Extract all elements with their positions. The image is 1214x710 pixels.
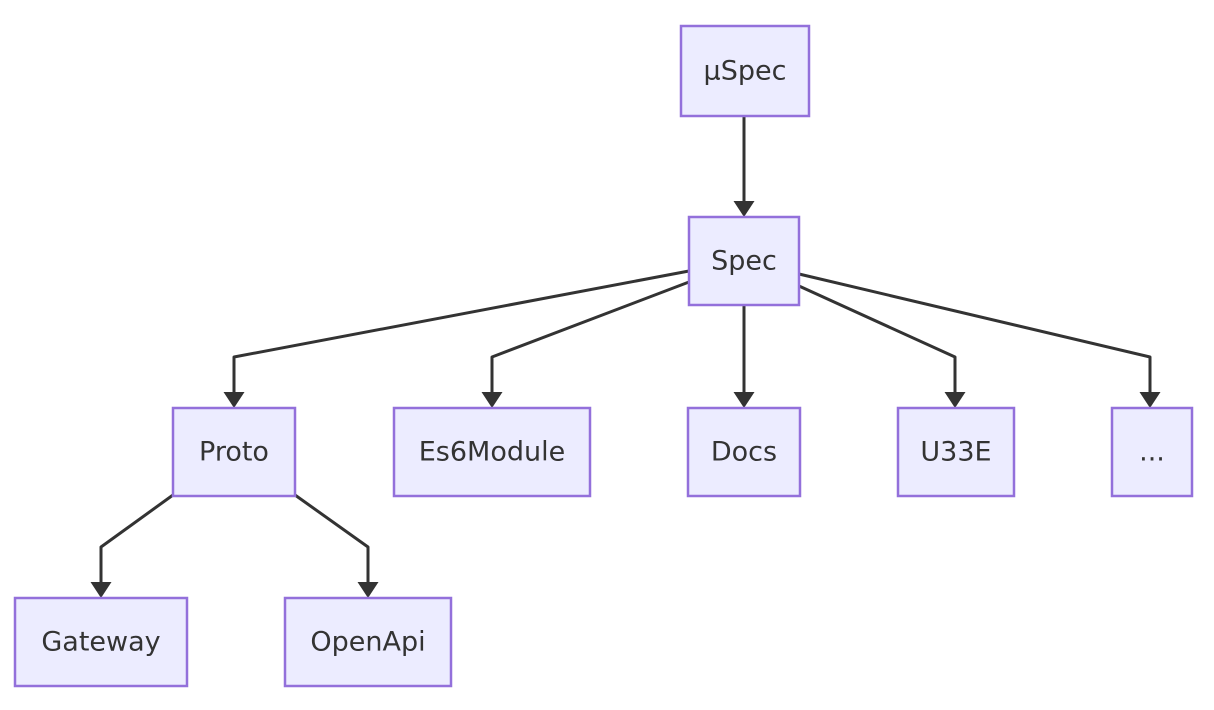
node-es6module: Es6Module [392, 406, 592, 498]
arrowhead-icon [357, 582, 379, 598]
node-u33e-box [896, 406, 1016, 498]
arrowhead-icon [1139, 392, 1161, 408]
node-docs-box [686, 406, 802, 498]
arrowhead-icon [733, 392, 755, 408]
node-openapi-label: OpenApi [310, 627, 425, 658]
node-openapi: OpenApi [283, 596, 453, 688]
node-ellipsis-box [1110, 406, 1194, 498]
node-docs: Docs [686, 406, 802, 498]
node-proto-label: Proto [199, 437, 269, 468]
node-uspec-label: μSpec [704, 56, 787, 87]
arrowhead-icon [944, 392, 966, 408]
edge-proto-openapi [294, 493, 370, 590]
node-spec-box [687, 215, 801, 307]
edge-spec-ellipsis [798, 272, 1152, 400]
node-docs-label: Docs [711, 437, 777, 468]
node-u33e-label: U33E [920, 437, 991, 468]
node-spec: Spec [687, 215, 801, 307]
node-u33e: U33E [896, 406, 1016, 498]
node-es6module-box [392, 406, 592, 498]
edge-layer [90, 116, 1161, 598]
arrowhead-icon [223, 392, 245, 408]
arrowhead-icon [481, 392, 503, 408]
node-ellipsis-label: ... [1139, 437, 1165, 468]
node-openapi-box [283, 596, 453, 688]
node-proto-box [171, 406, 297, 498]
edge-spec-proto [232, 269, 690, 400]
node-gateway-box [13, 596, 189, 688]
node-spec-label: Spec [711, 246, 777, 277]
node-proto: Proto [171, 406, 297, 498]
node-ellipsis: ... [1110, 406, 1194, 498]
node-gateway: Gateway [13, 596, 189, 688]
edge-spec-es6module [490, 280, 690, 400]
node-es6module-label: Es6Module [419, 437, 565, 468]
node-uspec-box [679, 24, 811, 118]
edge-spec-u33e [798, 284, 957, 400]
arrowhead-icon [733, 201, 755, 217]
node-uspec: μSpec [679, 24, 811, 118]
node-gateway-label: Gateway [41, 627, 160, 658]
edge-proto-gateway [99, 493, 174, 590]
arrowhead-icon [90, 582, 112, 598]
